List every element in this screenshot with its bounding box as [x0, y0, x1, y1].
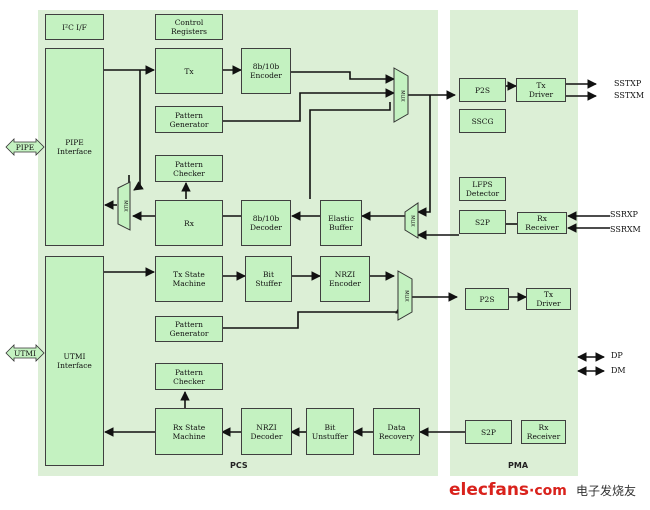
pipe-bus-arrow: [5, 138, 45, 156]
nrzi-decoder-block: NRZI Decoder: [241, 408, 292, 455]
i2c-interface-block: I²C I/F: [45, 14, 104, 40]
p2s-block-1: P2S: [459, 78, 506, 102]
ssrxp-label: SSRXP: [610, 210, 638, 219]
pattern-generator-block-1: Pattern Generator: [155, 106, 223, 133]
pattern-checker-block-1: Pattern Checker: [155, 155, 223, 182]
sstxm-label: SSTXM: [614, 91, 645, 100]
mux-label-1: MUX: [399, 90, 405, 102]
8b10b-decoder-block: 8b/10b Decoder: [241, 200, 291, 246]
mux-label-2: MUX: [122, 200, 128, 212]
bit-unstuffer-block: Bit Unstuffer: [306, 408, 354, 455]
pcs-region: [38, 10, 438, 476]
elastic-buffer-block: Elastic Buffer: [320, 200, 362, 246]
tx-driver-block-1: Tx Driver: [516, 78, 566, 102]
mux-utmi-tx: [397, 270, 413, 321]
tx-driver-block-2: Tx Driver: [526, 288, 571, 310]
dm-label: DM: [611, 366, 626, 375]
mux-pipe-rx-pma: [404, 202, 419, 239]
rx-receiver-block-1: Rx Receiver: [517, 212, 567, 234]
sstxp-label: SSTXP: [614, 79, 642, 88]
tx-block: Tx: [155, 48, 223, 94]
control-registers-block: Control Registers: [155, 14, 223, 40]
mux-pipe-rx: [117, 181, 131, 231]
elecfans-watermark: elecfans·com 电子发烧友: [449, 480, 636, 500]
pipe-label: PIPE: [15, 142, 35, 152]
watermark-cn: 电子发烧友: [575, 484, 636, 498]
bit-stuffer-block: Bit Stuffer: [245, 256, 292, 302]
pipe-interface-block: PIPE Interface: [45, 48, 104, 246]
rx-receiver-block-2: Rx Receiver: [521, 420, 566, 444]
watermark-site: elecfans: [448, 480, 530, 500]
dp-label: DP: [611, 351, 623, 360]
mux-label-3: MUX: [409, 215, 415, 227]
rx-state-machine-block: Rx State Machine: [155, 408, 223, 455]
utmi-bus-arrow: [5, 344, 45, 362]
mux-label-4: MUX: [403, 290, 409, 302]
sscg-block: SSCG: [459, 109, 506, 133]
nrzi-encoder-block: NRZI Encoder: [320, 256, 370, 302]
8b10b-encoder-block: 8b/10b Encoder: [241, 48, 291, 94]
watermark-domain: com: [534, 483, 567, 499]
data-recovery-block: Data Recovery: [373, 408, 420, 455]
pattern-checker-block-2: Pattern Checker: [155, 363, 223, 390]
pattern-generator-block-2: Pattern Generator: [155, 316, 223, 342]
utmi-label: UTMI: [14, 348, 36, 358]
utmi-interface-block: UTMI Interface: [45, 256, 104, 466]
p2s-block-2: P2S: [465, 288, 509, 310]
lfps-detector-block: LFPS Detector: [459, 177, 506, 201]
watermark-dot: ·: [529, 483, 535, 499]
ssrxm-label: SSRXM: [610, 225, 641, 234]
s2p-block-2: S2P: [465, 420, 512, 444]
pma-label: PMA: [508, 461, 529, 470]
tx-state-machine-block: Tx State Machine: [155, 256, 223, 302]
rx-block: Rx: [155, 200, 223, 246]
s2p-block-1: S2P: [459, 210, 506, 234]
pcs-label: PCS: [230, 461, 248, 470]
mux-pipe-tx: [393, 67, 409, 123]
